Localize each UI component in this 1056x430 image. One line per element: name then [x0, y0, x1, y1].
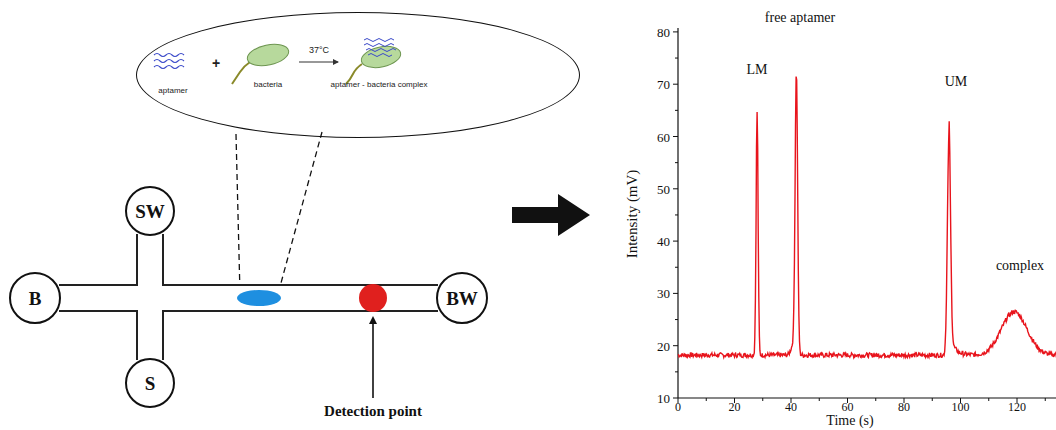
tick-label: 80	[657, 25, 670, 38]
tick	[988, 398, 989, 401]
tick	[673, 31, 678, 32]
tick	[673, 84, 678, 85]
pointer-arrow	[372, 318, 374, 398]
complex-icon	[346, 39, 403, 85]
tick	[1045, 398, 1046, 401]
aptamer-icon	[154, 54, 184, 69]
tick	[819, 398, 820, 401]
tick-label: 30	[657, 287, 670, 300]
icon-caption: aptamer	[158, 86, 187, 95]
peak-label: complex	[996, 259, 1044, 273]
icon-caption: bacteria	[254, 80, 282, 89]
tick	[675, 371, 678, 372]
tick	[675, 58, 678, 59]
tick	[673, 241, 678, 242]
tick	[673, 293, 678, 294]
tick	[675, 162, 678, 163]
reservoir-label: S	[145, 374, 156, 393]
channel-interior	[138, 231, 162, 363]
zoom-line	[236, 134, 240, 294]
reservoir-circle: B	[9, 272, 61, 324]
tick-label: 60	[657, 130, 670, 143]
flow-arrow	[512, 194, 590, 236]
tick-label: 20	[729, 401, 741, 413]
icon-caption: aptamer - bacteria complex	[331, 80, 428, 89]
tick-label: 40	[785, 401, 797, 413]
tick	[762, 398, 763, 401]
sample-plug	[237, 290, 281, 306]
zoom-line	[278, 132, 322, 294]
detection-dot	[359, 284, 387, 312]
tick	[675, 214, 678, 215]
callout-ellipse: aptamer + bacteria 37°C aptamer - bacteria c…	[136, 12, 580, 138]
tick	[675, 319, 678, 320]
reservoir-circle: SW	[125, 186, 175, 236]
tick	[675, 110, 678, 111]
tick-label: 20	[657, 339, 670, 352]
reservoir-label: SW	[135, 202, 165, 221]
tick	[673, 345, 678, 346]
electropherogram-trace	[678, 77, 1056, 358]
tick	[673, 136, 678, 137]
tick-label: 80	[898, 401, 910, 413]
tick	[706, 398, 707, 401]
temperature-label: 37°C	[309, 45, 329, 55]
reservoir-label: B	[29, 289, 42, 308]
tick	[932, 398, 933, 401]
tick-label: 60	[842, 401, 854, 413]
annotation: Detection point	[324, 404, 422, 419]
plus-sign: +	[212, 55, 220, 71]
callout-ground	[137, 13, 579, 137]
tick	[875, 398, 876, 401]
reservoir-label: BW	[446, 289, 478, 308]
tick-label: 0	[675, 401, 681, 413]
tick-label: 120	[1008, 401, 1026, 413]
axis-title: Intensity (mV)	[625, 170, 640, 259]
tick-label: 100	[952, 401, 970, 413]
tick	[675, 267, 678, 268]
tick-label: 50	[657, 182, 670, 195]
tick-label: 70	[657, 78, 670, 91]
tick	[673, 188, 678, 189]
peak-label: LM	[747, 63, 768, 77]
peak-label: free aptamer	[765, 11, 835, 25]
chart-axes	[678, 28, 1056, 398]
reaction-arrow	[299, 61, 338, 62]
reservoir-circle: BW	[436, 272, 488, 324]
axis-title: Time (s)	[826, 414, 873, 428]
bacteria-icon	[232, 41, 291, 84]
tick-label: 40	[657, 235, 670, 248]
peak-label: UM	[945, 75, 968, 89]
tick-label: 10	[657, 392, 670, 405]
reservoir-circle: S	[125, 358, 175, 408]
tick	[673, 398, 678, 399]
